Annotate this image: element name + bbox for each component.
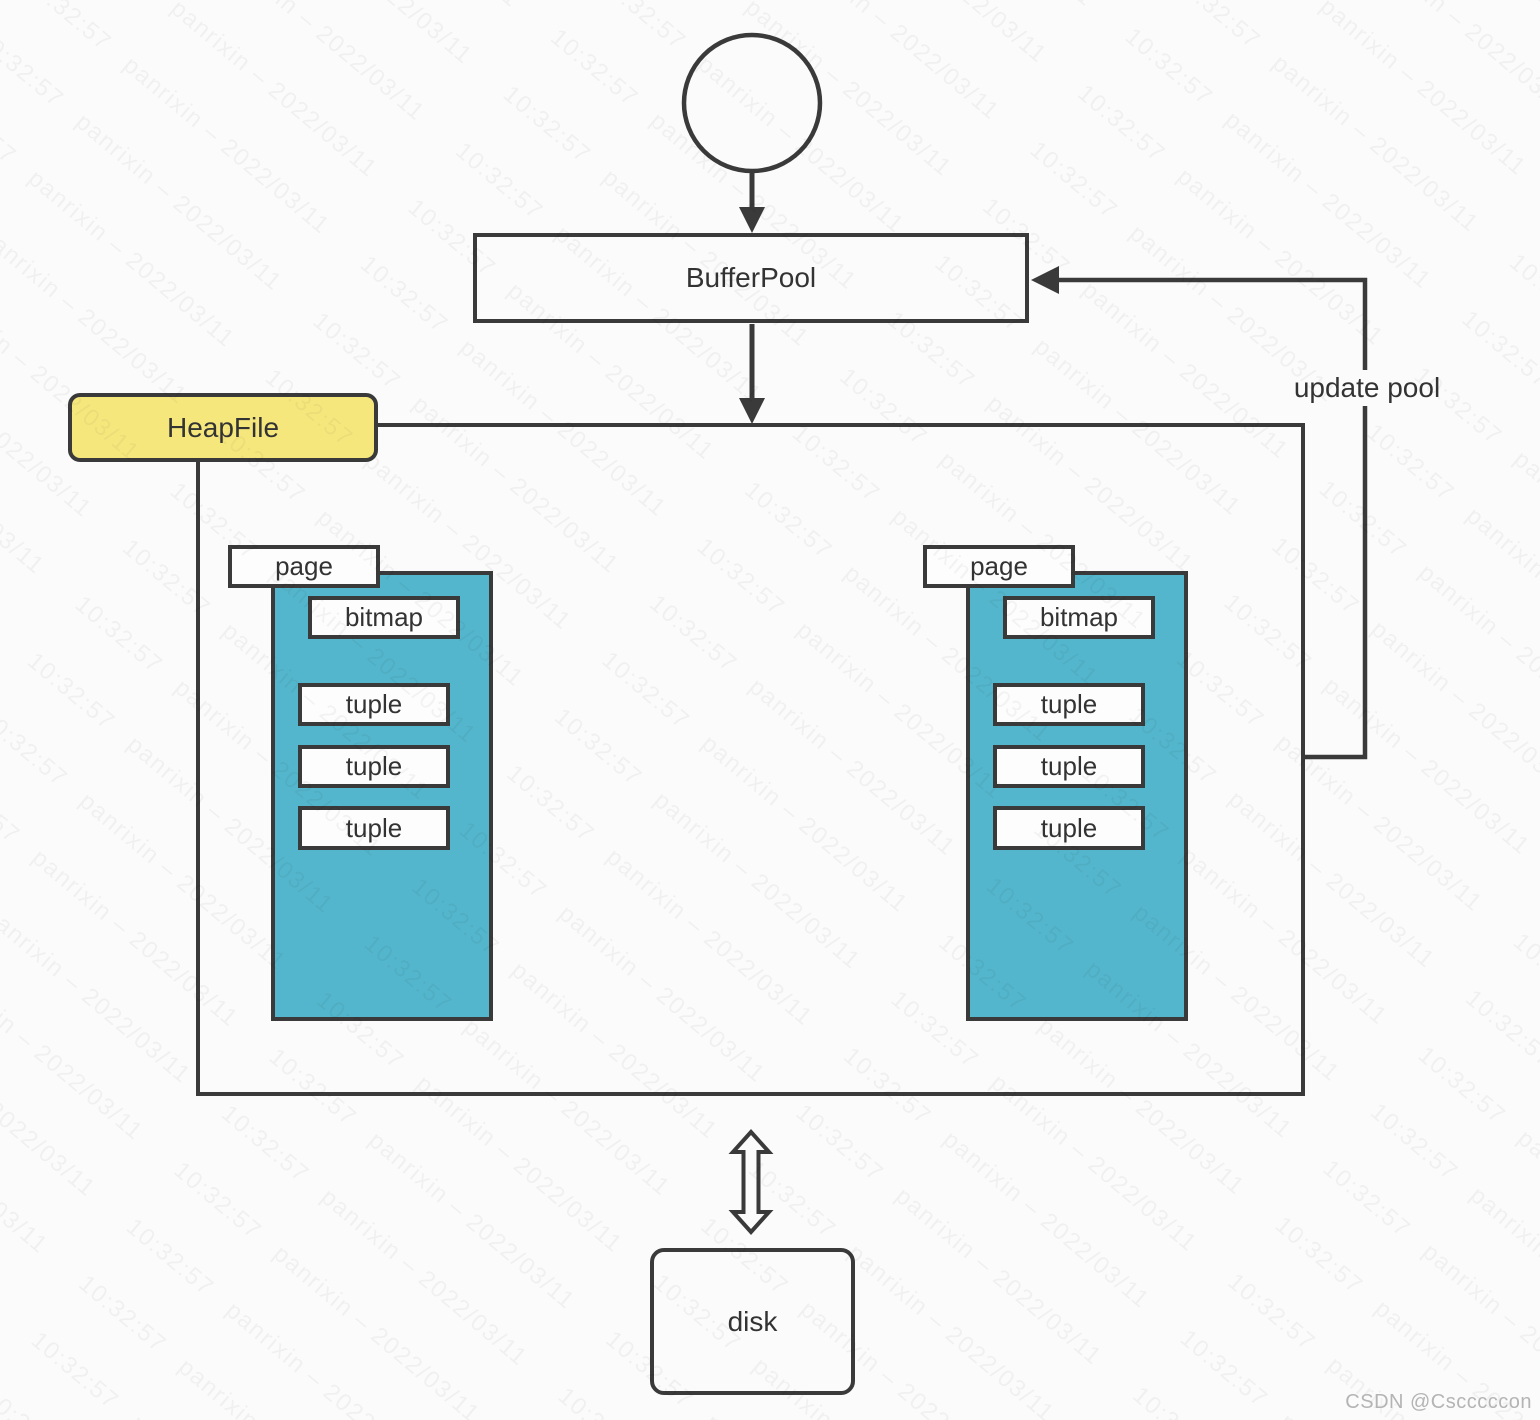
heapfile-tag: HeapFile xyxy=(68,393,378,462)
tuple-box: tuple xyxy=(993,745,1145,788)
heapfile-container-box xyxy=(196,423,1305,1096)
tuple-box: tuple xyxy=(298,683,450,726)
arrow-circle-to-bufferpool xyxy=(739,172,765,233)
bufferpool-label: BufferPool xyxy=(685,262,817,293)
page-group-left: page bitmap tuple tuple tuple xyxy=(228,545,498,1025)
heapfile-label: HeapFile xyxy=(166,411,280,443)
tuple-box: tuple xyxy=(993,683,1145,726)
disk-double-arrow-icon xyxy=(728,1129,774,1235)
bufferpool-box: BufferPool xyxy=(473,233,1029,323)
disk-box: disk xyxy=(650,1248,855,1395)
credit-text: CSDN @Cscccccon xyxy=(1345,1391,1532,1413)
bitmap-box: bitmap xyxy=(1003,596,1155,639)
update-pool-arrow xyxy=(1031,266,1368,760)
page-body xyxy=(271,571,493,1021)
page-label: page xyxy=(923,545,1075,588)
page-label: page xyxy=(228,545,380,588)
tuple-box: tuple xyxy=(298,745,450,788)
disk-label: disk xyxy=(727,1305,778,1337)
update-pool-label: update pool xyxy=(1272,370,1462,406)
page-group-right: page bitmap tuple tuple tuple xyxy=(923,545,1193,1025)
start-circle-node xyxy=(681,32,823,174)
page-body xyxy=(966,571,1188,1021)
tuple-box: tuple xyxy=(298,806,450,850)
tuple-box: tuple xyxy=(993,806,1145,850)
bitmap-box: bitmap xyxy=(308,596,460,639)
arrow-bufferpool-to-heapfile xyxy=(739,324,765,424)
